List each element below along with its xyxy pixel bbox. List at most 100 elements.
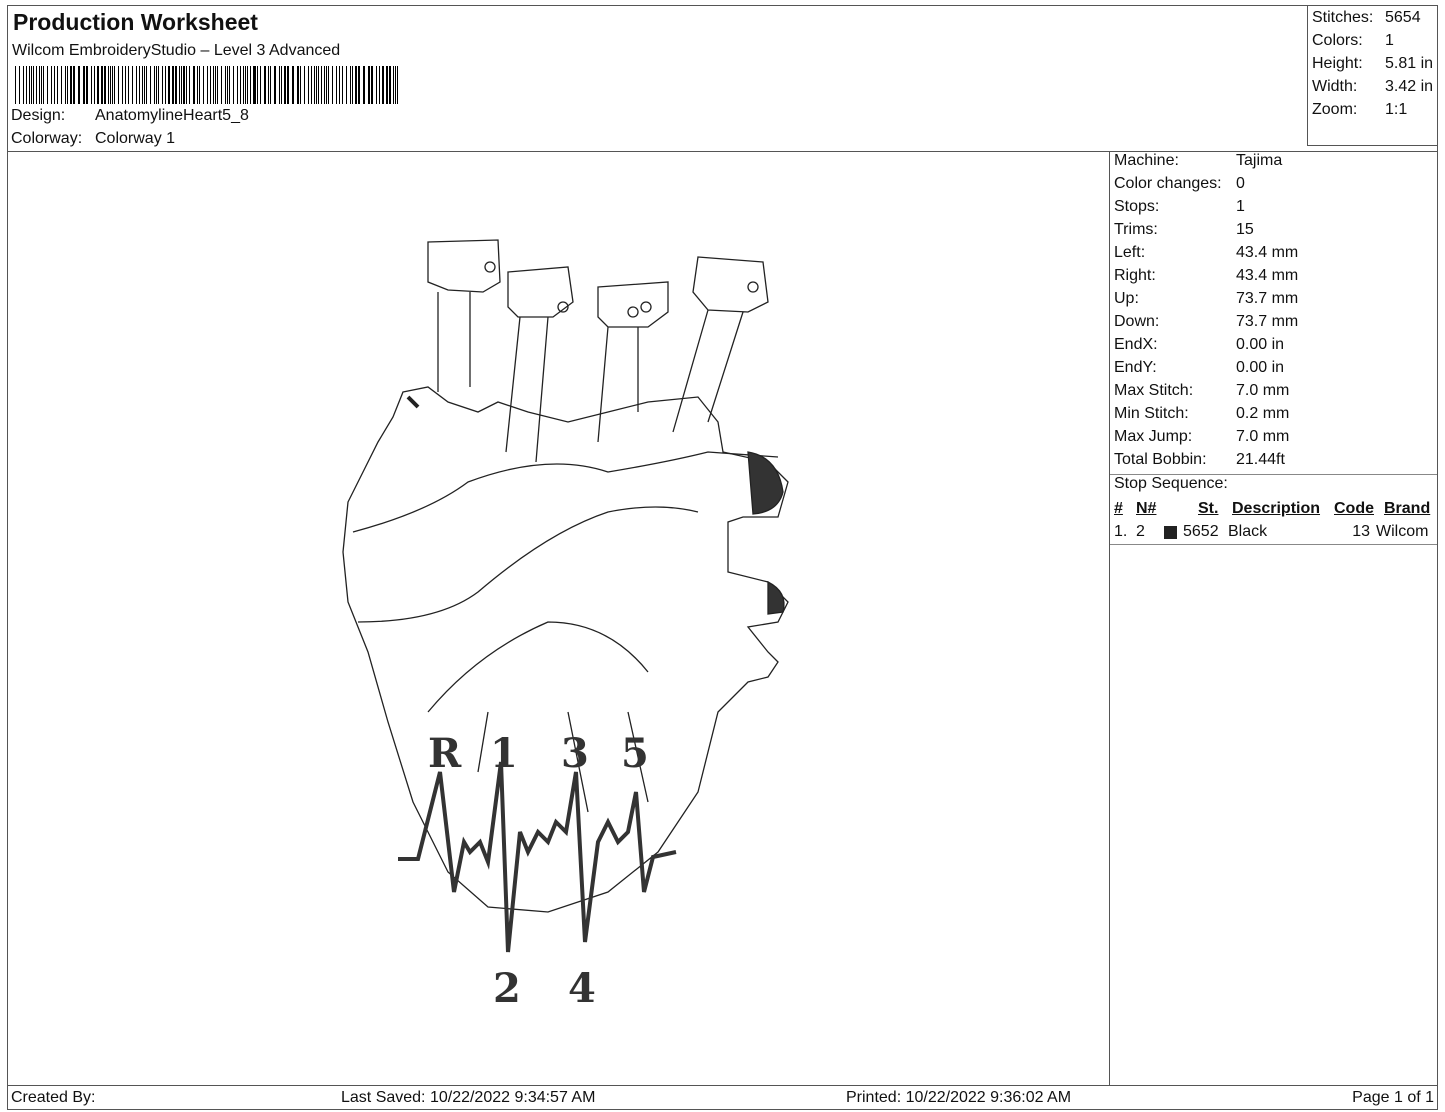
footer: Created By: Last Saved: 10/22/2022 9:34:… <box>8 1085 1437 1109</box>
barcode-bar <box>331 66 333 104</box>
design-lettering: R 1 3 5 2 4 <box>428 730 649 1012</box>
ecg-line <box>398 761 677 953</box>
pistons <box>427 239 769 463</box>
info-value: 73.7 mm <box>1236 290 1299 307</box>
barcode-bar <box>155 66 157 104</box>
barcode-bar <box>335 66 338 104</box>
info-value: 0.00 in <box>1236 359 1285 376</box>
colorway-label: Colorway: <box>11 130 83 147</box>
info-label: Machine: <box>1114 152 1179 169</box>
barcode-bar <box>189 66 191 104</box>
barcode-bar <box>252 66 254 104</box>
barcode-bar <box>193 66 195 104</box>
row-description: Black <box>1228 523 1268 540</box>
stat-value: 1:1 <box>1385 101 1408 118</box>
info-label: Total Bobbin: <box>1114 451 1207 468</box>
machine-info-row: Max Stitch:7.0 mm <box>1110 382 1437 405</box>
barcode-bar <box>379 66 381 104</box>
stat-label: Stitches: <box>1312 9 1374 26</box>
machine-info-row: Trims:15 <box>1110 221 1437 244</box>
barcode-bar <box>300 66 302 104</box>
machine-info-row: Min Stitch: 0.2 mm <box>1110 405 1437 428</box>
info-label: EndY: <box>1114 359 1157 376</box>
info-value: 0.2 mm <box>1236 405 1290 422</box>
barcode-bar <box>40 66 43 104</box>
machine-info-row: Stops: 1 <box>1110 198 1437 221</box>
barcode-bar <box>363 66 365 104</box>
barcode-bar <box>220 66 223 104</box>
machine-info-row: Right:43.4 mm <box>1110 267 1437 290</box>
barcode-bar <box>317 66 320 104</box>
barcode-bar <box>56 66 58 104</box>
barcode-bar <box>22 66 24 104</box>
barcode-bar <box>292 66 294 104</box>
info-value: 1 <box>1236 198 1245 215</box>
info-value: 0.00 in <box>1236 336 1285 353</box>
barcode <box>15 66 400 104</box>
stat-value: 1 <box>1385 32 1394 49</box>
barcode-bar <box>226 66 228 104</box>
stat-label: Colors: <box>1312 32 1363 49</box>
info-label: Up: <box>1114 290 1139 307</box>
col-brand: Brand <box>1384 499 1431 517</box>
barcode-bar <box>212 66 215 104</box>
row-brand: Wilcom <box>1376 523 1429 540</box>
barcode-bar <box>264 66 266 104</box>
barcode-bar <box>78 66 80 104</box>
barcode-bar <box>284 66 286 104</box>
lettering-1: 1 <box>490 730 518 777</box>
lettering-r: R <box>428 730 462 777</box>
barcode-bar <box>38 66 40 104</box>
worksheet: Production Worksheet Wilcom EmbroiderySt… <box>7 5 1438 1110</box>
lettering-5: 5 <box>621 730 649 777</box>
page-number: Page 1 of 1 <box>1352 1089 1434 1106</box>
barcode-bar <box>111 66 114 104</box>
last-saved: Last Saved: 10/22/2022 9:34:57 AM <box>341 1089 596 1106</box>
info-label: Right: <box>1114 267 1156 284</box>
barcode-bar <box>149 66 152 104</box>
stat-row: Width:3.42 in <box>1312 78 1437 101</box>
barcode-bar <box>175 66 177 104</box>
design-name: AnatomylineHeart5_8 <box>95 107 249 124</box>
barcode-bar <box>260 66 262 104</box>
info-value: 7.0 mm <box>1236 428 1290 445</box>
barcode-bar <box>281 66 283 104</box>
info-label: Min Stitch: <box>1114 405 1189 422</box>
barcode-bar <box>84 66 86 104</box>
machine-info-row: Machine: Tajima <box>1110 152 1437 175</box>
barcode-bar <box>298 66 299 104</box>
design-stats: Stitches:5654 Colors:1 Height:5.81 in Wi… <box>1307 6 1437 146</box>
stat-row: Zoom:1:1 <box>1312 101 1437 124</box>
software-name: Wilcom EmbroideryStudio – Level 3 Advanc… <box>12 42 341 59</box>
barcode-bar <box>216 66 218 104</box>
barcode-bar <box>323 66 325 104</box>
machine-info-row: Total Bobbin:21.44ft <box>1110 451 1437 474</box>
machine-info-row: Max Jump:7.0 mm <box>1110 428 1437 451</box>
barcode-bar <box>60 66 62 104</box>
barcode-bar <box>239 66 242 104</box>
barcode-bar <box>307 66 309 104</box>
stat-label: Width: <box>1312 78 1358 95</box>
embroidery-drawing: R 1 3 5 2 4 <box>342 239 789 1012</box>
heart-outline <box>342 386 789 913</box>
barcode-bar <box>325 66 328 104</box>
stop-sequence-header: # N# St. Description Code Brand <box>1110 497 1437 520</box>
barcode-bar <box>288 66 290 104</box>
barcode-bar <box>121 66 124 104</box>
barcode-bar <box>67 66 69 104</box>
barcode-bar <box>157 66 159 104</box>
info-value: Tajima <box>1236 152 1283 169</box>
machine-info-row: Up: 73.7 mm <box>1110 290 1437 313</box>
barcode-bar <box>50 66 53 104</box>
barcode-bar <box>165 66 167 104</box>
stat-value: 5654 <box>1385 9 1421 26</box>
info-label: Left: <box>1114 244 1146 261</box>
barcode-bar <box>244 66 246 104</box>
barcode-bar <box>97 66 99 104</box>
barcode-bar <box>46 66 48 104</box>
page-title: Production Worksheet <box>13 9 258 35</box>
stat-row: Stitches: 5654 <box>1312 9 1437 32</box>
barcode-bar <box>117 66 119 104</box>
barcode-bar <box>395 66 396 104</box>
info-label: Stops: <box>1114 198 1160 215</box>
